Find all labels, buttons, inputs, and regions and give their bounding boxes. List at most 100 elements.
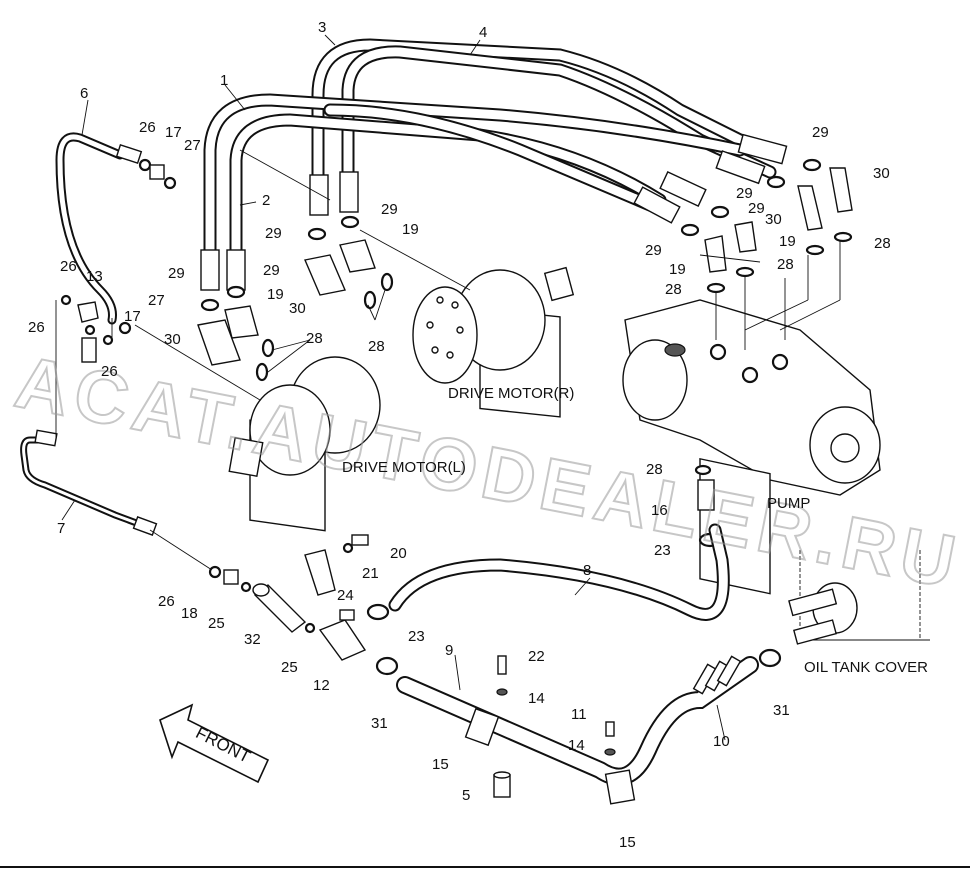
callout: 2 xyxy=(262,192,270,209)
callout: 17 xyxy=(165,124,182,141)
callout: 23 xyxy=(654,542,671,559)
clamp-31 xyxy=(758,648,782,668)
caption-drive-motor-right: DRIVE MOTOR(R) xyxy=(448,385,574,402)
callout: 13 xyxy=(86,268,103,285)
callout: 29 xyxy=(645,242,662,259)
callout: 22 xyxy=(528,648,545,665)
callout: 32 xyxy=(244,631,261,648)
band-15 xyxy=(604,769,636,805)
callout: 30 xyxy=(289,300,306,317)
drive-motor-right xyxy=(412,266,575,418)
callout: 17 xyxy=(124,308,141,325)
callout: 26 xyxy=(60,258,77,275)
callout: 1 xyxy=(220,72,228,89)
callout: 27 xyxy=(148,292,165,309)
elbow-19 xyxy=(339,239,376,273)
elbow-30 xyxy=(829,167,853,213)
callout: 19 xyxy=(669,261,686,278)
front-direction-arrow: FRONT xyxy=(159,703,270,784)
callout: 28 xyxy=(306,330,323,347)
callout: 15 xyxy=(619,834,636,851)
callout: 29 xyxy=(168,265,185,282)
callout: 4 xyxy=(479,24,487,41)
callout: 24 xyxy=(337,587,354,604)
leader-lines xyxy=(61,34,841,741)
callout: 16 xyxy=(651,502,668,519)
hose-fitting xyxy=(715,150,766,185)
caption-pump: PUMP xyxy=(767,495,810,512)
bracket-24 xyxy=(304,549,336,596)
elbow-19 xyxy=(704,235,727,273)
upper-hose-group xyxy=(200,38,788,291)
callout: 29 xyxy=(263,262,280,279)
callout: 30 xyxy=(164,331,181,348)
hose-fitting xyxy=(309,174,329,216)
callout: 12 xyxy=(313,677,330,694)
callout: 19 xyxy=(779,233,796,250)
callout: 26 xyxy=(101,363,118,380)
callout: 3 xyxy=(318,19,326,36)
callout: 5 xyxy=(462,787,470,804)
callout: 19 xyxy=(267,286,284,303)
callout: 19 xyxy=(402,221,419,238)
callout: 28 xyxy=(646,461,663,478)
oil-tank-cover xyxy=(788,550,930,645)
callout: 7 xyxy=(57,520,65,537)
callout: 26 xyxy=(158,593,175,610)
drive-motor-left xyxy=(228,356,381,532)
elbow-19 xyxy=(734,221,757,253)
callout: 28 xyxy=(368,338,385,355)
band-15 xyxy=(464,707,500,747)
elbow-30 xyxy=(197,319,241,366)
callout: 8 xyxy=(583,562,591,579)
callout: 28 xyxy=(665,281,682,298)
elbow-30 xyxy=(797,185,823,231)
fitting-12 xyxy=(318,619,367,661)
callout: 14 xyxy=(528,690,545,707)
elbow-30 xyxy=(304,254,346,296)
callout: 31 xyxy=(773,702,790,719)
callout: 26 xyxy=(139,119,156,136)
callout: 9 xyxy=(445,642,453,659)
callout-numbers: 1 2 3 4 5 6 7 8 9 10 11 12 13 14 14 15 1… xyxy=(28,19,891,851)
hose-fitting xyxy=(737,133,788,165)
caption-drive-motor-left: DRIVE MOTOR(L) xyxy=(342,459,466,476)
hose-fitting xyxy=(200,249,220,291)
fittings-group xyxy=(60,158,853,798)
callout: 28 xyxy=(874,235,891,252)
lower-hose-group xyxy=(388,523,759,805)
callout: 15 xyxy=(432,756,449,773)
fitting-16 xyxy=(697,479,715,511)
clamp-23 xyxy=(366,603,390,621)
left-line-group xyxy=(20,132,213,571)
callout: 29 xyxy=(736,185,753,202)
callout: 6 xyxy=(80,85,88,102)
elbow-19 xyxy=(224,305,259,339)
callout: 14 xyxy=(568,737,585,754)
callout: 25 xyxy=(208,615,225,632)
clamp-31 xyxy=(375,656,399,676)
callout: 21 xyxy=(362,565,379,582)
callout: 31 xyxy=(371,715,388,732)
callout: 10 xyxy=(713,733,730,750)
hose-fitting xyxy=(339,171,359,213)
callout: 30 xyxy=(873,165,890,182)
callout: 30 xyxy=(765,211,782,228)
callout: 29 xyxy=(265,225,282,242)
hose-fitting xyxy=(633,186,681,224)
callout: 28 xyxy=(777,256,794,273)
callout: 11 xyxy=(571,706,587,723)
callout: 29 xyxy=(748,200,765,217)
pump-assembly xyxy=(622,299,881,595)
callout: 26 xyxy=(28,319,45,336)
callout: 18 xyxy=(181,605,198,622)
hose-fitting xyxy=(226,249,246,291)
callout: 29 xyxy=(812,124,829,141)
caption-oil-tank-cover: OIL TANK COVER xyxy=(804,659,928,676)
callout: 25 xyxy=(281,659,298,676)
callout: 20 xyxy=(390,545,407,562)
callout: 29 xyxy=(381,201,398,218)
callout: 23 xyxy=(408,628,425,645)
